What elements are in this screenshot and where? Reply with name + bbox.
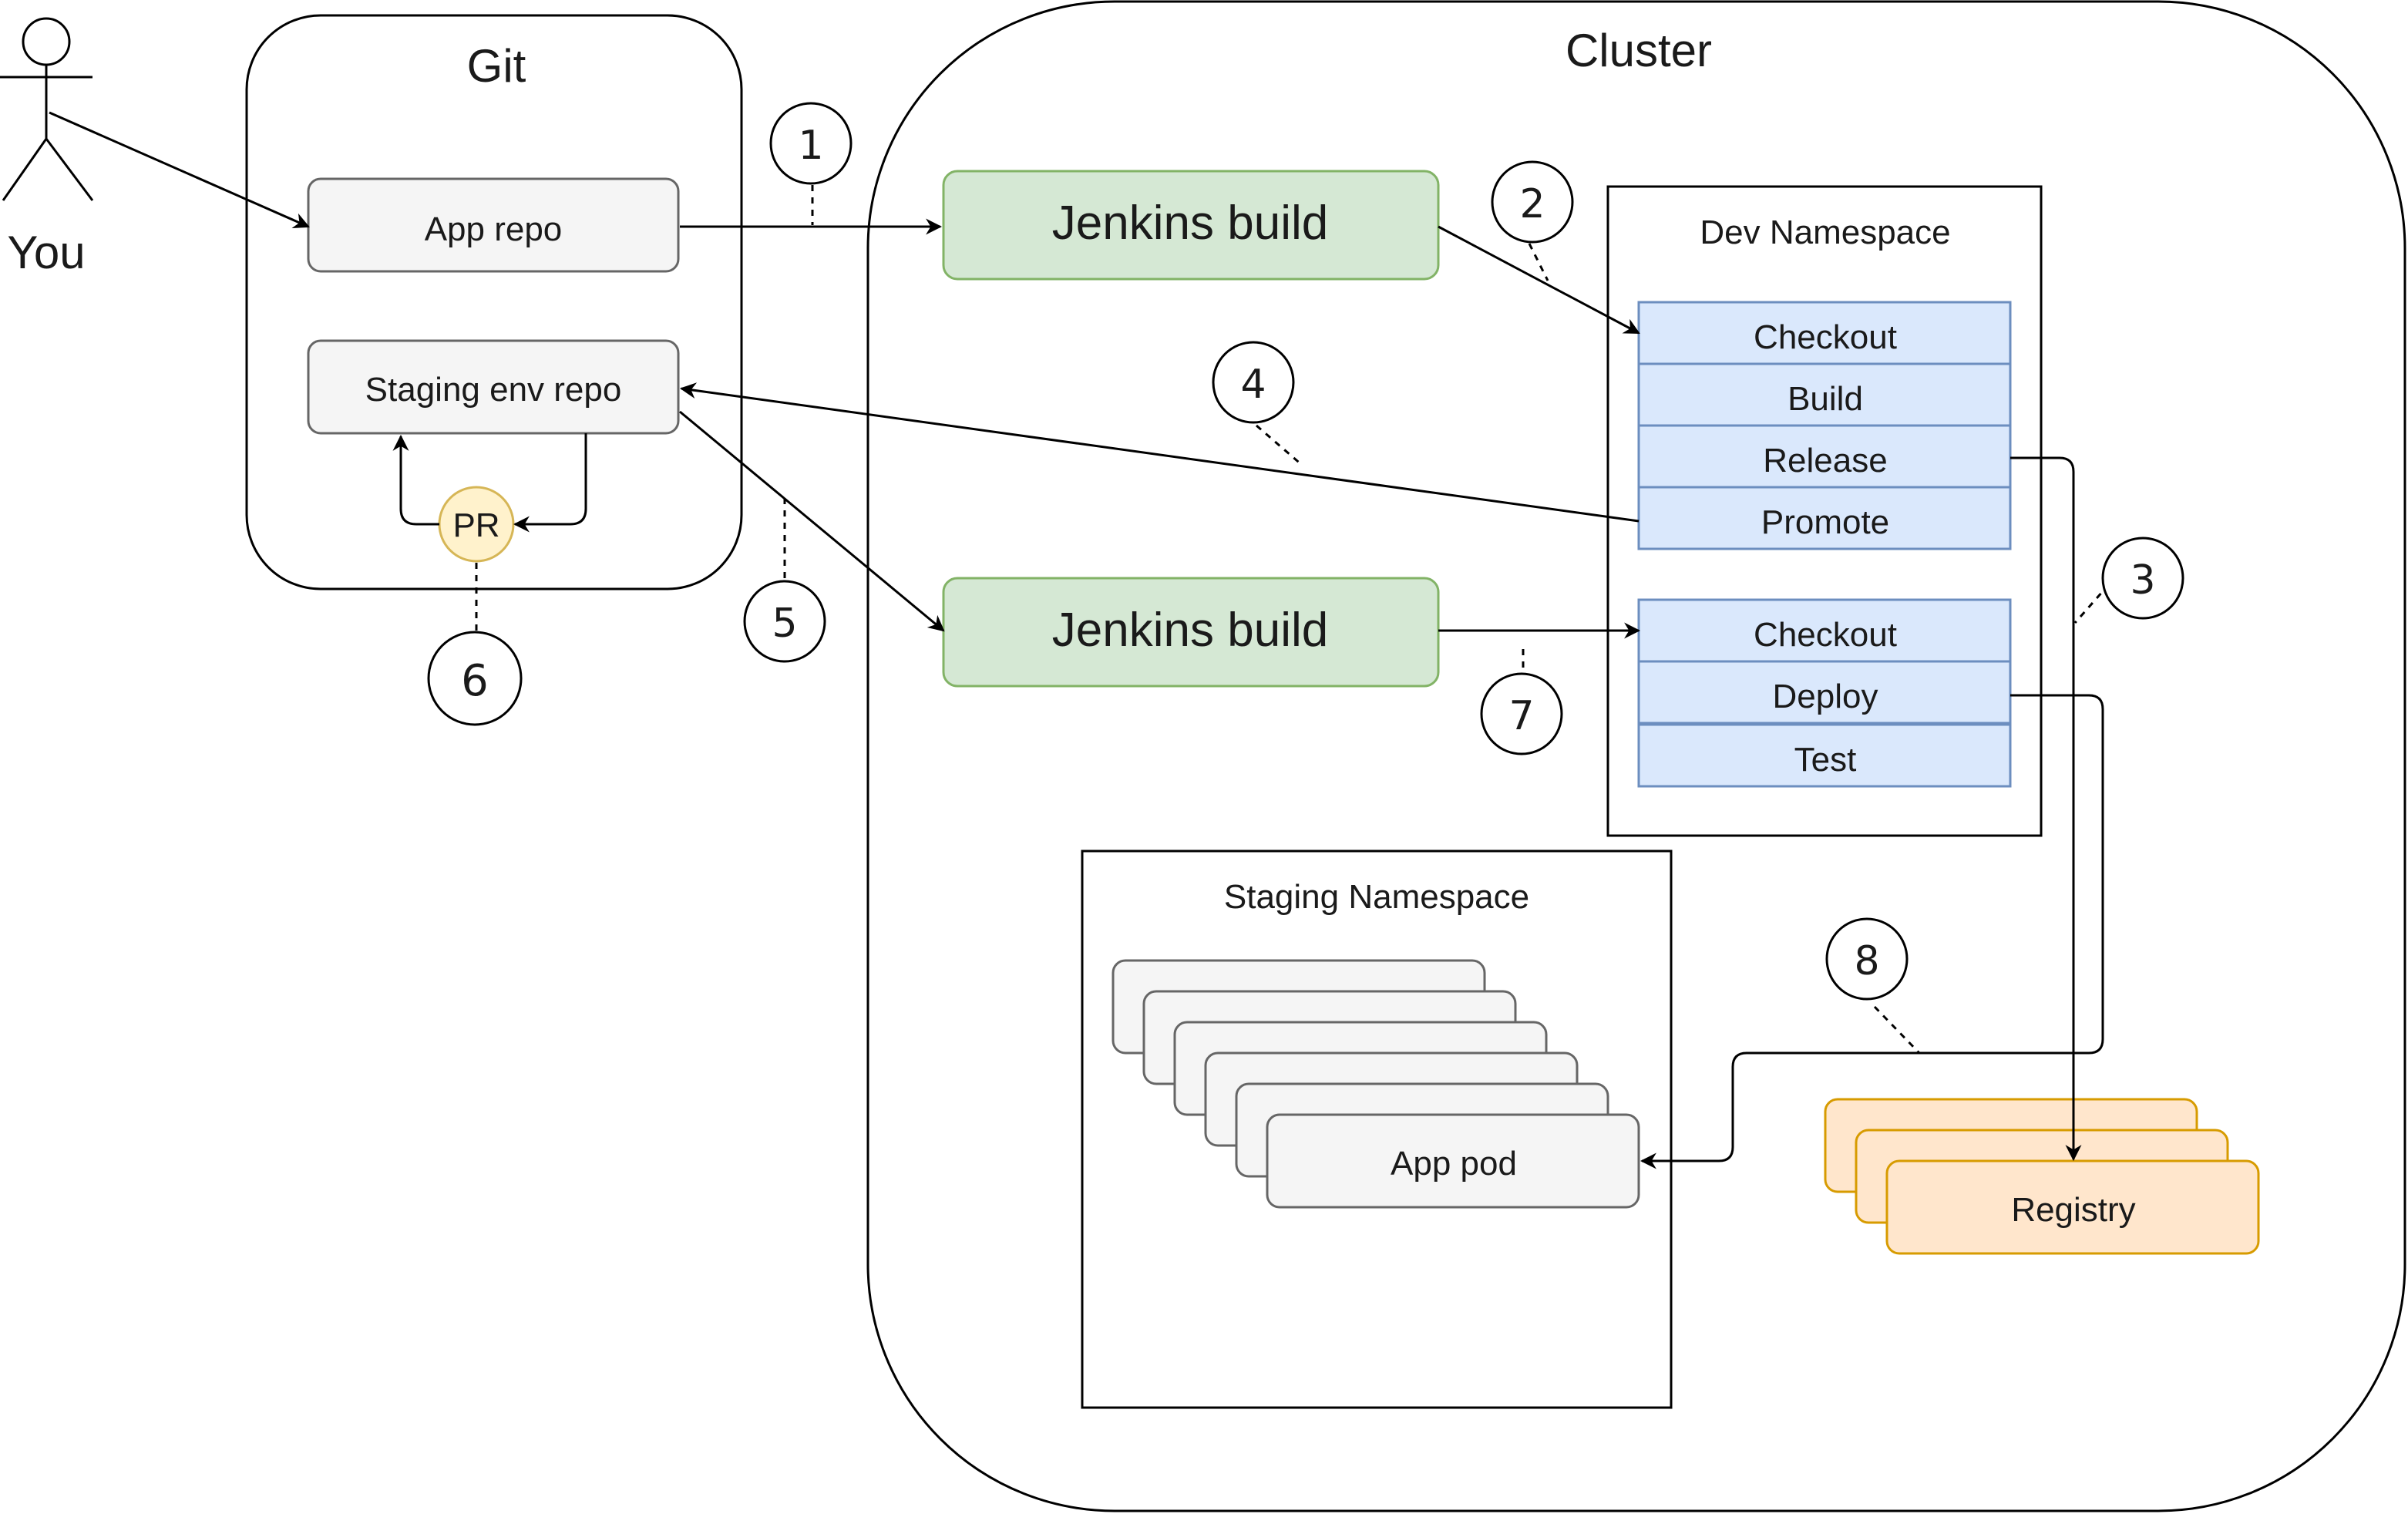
pr-node: PR [438, 486, 515, 563]
git-container: Git [245, 14, 743, 590]
jenkins-build-1-label: Jenkins build [1052, 197, 1328, 250]
step-6-label: 6 [461, 656, 489, 706]
app-pod-stack [1112, 959, 1640, 1209]
pipeline-1-stage-release [1637, 424, 2012, 489]
step-marker-1: 1 [769, 102, 853, 185]
pipeline-1-stage-build [1637, 362, 2012, 427]
step-marker-8: 8 [1825, 917, 1909, 1001]
pipeline-1: Checkout Build Release Promote [1637, 301, 2012, 550]
pipeline-2-stage-label: Checkout [1754, 616, 1897, 654]
staging-env-repo: Staging env repo [307, 339, 680, 435]
app-repo-label: App repo [425, 210, 563, 248]
step-4-leader [1256, 424, 1303, 467]
cluster-title: Cluster [1566, 25, 1712, 76]
step-8-label: 8 [1854, 938, 1879, 984]
step-3-leader [2073, 584, 2110, 624]
pipeline-2-stage-label: Deploy [1773, 678, 1878, 715]
step-1-label: 1 [798, 123, 823, 169]
step-2-label: 2 [1519, 181, 1545, 227]
jenkins-build-2: Jenkins build [942, 577, 1440, 688]
arrow-jenkins-1-to-pipeline-1 [1438, 225, 1640, 335]
arrow-promote-to-staging-repo [679, 382, 1640, 523]
step-8-leader [1873, 1005, 1921, 1055]
staging-env-repo-label: Staging env repo [365, 371, 622, 409]
step-5-label: 5 [772, 601, 797, 647]
pipeline-1-stage-label: Build [1788, 380, 1863, 418]
jenkins-build-1: Jenkins build [942, 170, 1440, 281]
dev-namespace-title: Dev Namespace [1700, 214, 1950, 251]
step-7-label: 7 [1508, 693, 1534, 739]
app-pod-label: App pod [1391, 1145, 1517, 1183]
step-marker-7: 7 [1480, 672, 1563, 755]
git-title: Git [467, 40, 526, 92]
arrow-pr-to-staging-repo [392, 434, 439, 526]
step-marker-6: 6 [427, 631, 523, 726]
registry-label: Registry [2011, 1191, 2135, 1229]
pipeline-2-stage-test [1637, 723, 2012, 788]
pr-label: PR [452, 506, 499, 544]
registry-stack [1824, 1098, 2260, 1255]
arrow-staging-repo-to-pr [513, 433, 587, 533]
step-marker-5: 5 [743, 580, 826, 663]
pipeline-2-stage-label: Test [1794, 741, 1857, 779]
you-label: You [7, 227, 85, 278]
staging-namespace: Staging Namespace App pod [1081, 850, 1673, 1409]
step-3-label: 3 [2130, 557, 2155, 604]
step-4-label: 4 [1240, 362, 1266, 408]
step-marker-4: 4 [1212, 341, 1295, 424]
app-repo: App repo [307, 177, 680, 273]
pipeline-1-stage-label: Promote [1761, 503, 1889, 541]
you-actor: You [0, 17, 94, 278]
arrow-staging-repo-to-jenkins-2 [679, 410, 945, 632]
step-marker-3: 3 [2101, 537, 2184, 620]
jenkins-build-2-label: Jenkins build [1052, 604, 1328, 657]
arrow-you-to-app-repo [49, 111, 310, 228]
app-pod [1266, 1113, 1640, 1209]
pipeline-2-stage-checkout [1637, 598, 2012, 663]
user-icon [0, 17, 94, 201]
pipeline-1-stage-promote [1637, 486, 2012, 550]
dev-namespace: Dev Namespace Checkout Build Release Pro… [1606, 185, 2043, 837]
pipeline-2-stage-deploy [1637, 660, 2012, 725]
step-marker-2: 2 [1491, 160, 1574, 244]
pipeline-1-stage-label: Checkout [1754, 318, 1897, 356]
arrow-release-to-registry [2010, 456, 2082, 1162]
pipeline-2: Checkout Deploy Test [1637, 598, 2012, 788]
pipeline-1-stage-label: Release [1763, 442, 1887, 479]
staging-namespace-title: Staging Namespace [1224, 878, 1529, 916]
